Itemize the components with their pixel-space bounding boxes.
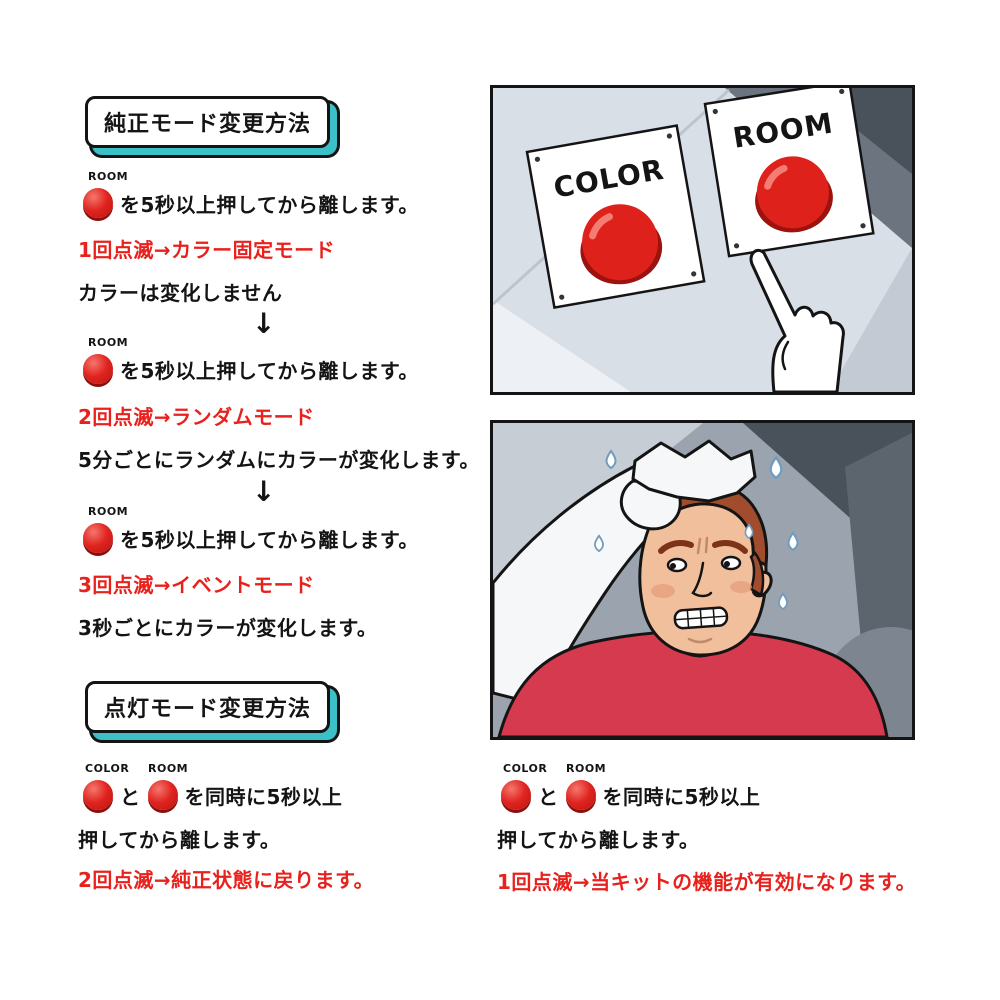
- color-button-icon: [83, 780, 113, 810]
- cheek-blush: [730, 581, 752, 593]
- section-header-genuine-mode: 純正モード変更方法: [85, 96, 331, 148]
- eyebrow: [658, 540, 694, 554]
- combo-left-action-row: と を同時に5秒以上: [83, 780, 342, 810]
- room-button-icon: [83, 523, 113, 553]
- sweat-drops: [594, 449, 799, 611]
- chin-crease: [687, 637, 713, 644]
- combo-left-result: 2回点滅→純正状態に戻ります。: [78, 868, 375, 892]
- room-button-icon: [83, 354, 113, 384]
- color-button-plaque: COLOR: [525, 124, 706, 310]
- pointing-hand-icon: [749, 248, 845, 392]
- room-button-label: ROOM: [88, 170, 129, 183]
- nose: [691, 561, 713, 598]
- combo-right-result: 1回点滅→当キットの機能が有効になります。: [497, 870, 917, 894]
- eyebrow: [712, 540, 748, 554]
- step-1-action-row: を5秒以上押してから離します。: [83, 188, 419, 218]
- comic-panel-two-buttons: COLOR ROOM: [490, 85, 915, 395]
- step-3-note: 3秒ごとにカラーが変化します。: [78, 616, 378, 640]
- room-button-label: ROOM: [566, 762, 607, 775]
- combo-right-action-row: と を同時に5秒以上: [501, 780, 760, 810]
- room-button-plaque: ROOM: [703, 88, 875, 258]
- room-button-label: ROOM: [88, 505, 129, 518]
- down-arrow-icon: ↓: [252, 307, 276, 340]
- step-1-action-text: を5秒以上押してから離します。: [120, 192, 419, 217]
- sweating-man-illustration: [493, 439, 889, 737]
- two-buttons-scene: COLOR ROOM: [493, 88, 912, 392]
- section-header-lighting-mode: 点灯モード変更方法: [85, 681, 331, 733]
- step-2-result: 2回点滅→ランダムモード: [78, 405, 315, 429]
- wall-light-wedge: [493, 300, 631, 392]
- step-2-note: 5分ごとにランダムにカラーが変化します。: [78, 448, 480, 472]
- color-button-label: COLOR: [85, 762, 130, 775]
- comic-panel-sweating-man: [490, 420, 915, 740]
- color-button-icon: [501, 780, 531, 810]
- step-1-result: 1回点滅→カラー固定モード: [78, 238, 336, 262]
- room-button-label: ROOM: [148, 762, 189, 775]
- room-button-icon: [83, 188, 113, 218]
- combo-left-action-text: を同時に5秒以上: [184, 784, 343, 809]
- combo-right-action-text: を同時に5秒以上: [602, 784, 761, 809]
- connector-text: と: [120, 784, 141, 809]
- room-button-label: ROOM: [88, 336, 129, 349]
- room-button-icon: [147, 780, 178, 810]
- door-pillar: [845, 433, 912, 663]
- combo-left-action-line2: 押してから離します。: [78, 828, 281, 852]
- color-button-label: COLOR: [503, 762, 548, 775]
- wall-side: [829, 248, 912, 392]
- step-2-action-text: を5秒以上押してから離します。: [120, 358, 419, 383]
- connector-text: と: [538, 784, 559, 809]
- step-3-action-text: を5秒以上押してから離します。: [120, 527, 419, 552]
- gritted-teeth-mouth: [673, 606, 729, 630]
- step-3-action-row: を5秒以上押してから離します。: [83, 523, 419, 553]
- cheek-blush: [651, 584, 675, 598]
- sweating-man-scene: [493, 423, 912, 737]
- handkerchief: [631, 439, 757, 503]
- brow-wrinkle: [696, 536, 709, 555]
- step-1-note: カラーは変化しません: [78, 281, 283, 305]
- combo-right-action-line2: 押してから離します。: [497, 828, 700, 852]
- step-3-result: 3回点滅→イベントモード: [78, 573, 315, 597]
- down-arrow-icon: ↓: [252, 475, 276, 508]
- room-button-icon: [565, 780, 596, 810]
- step-2-action-row: を5秒以上押してから離します。: [83, 354, 419, 384]
